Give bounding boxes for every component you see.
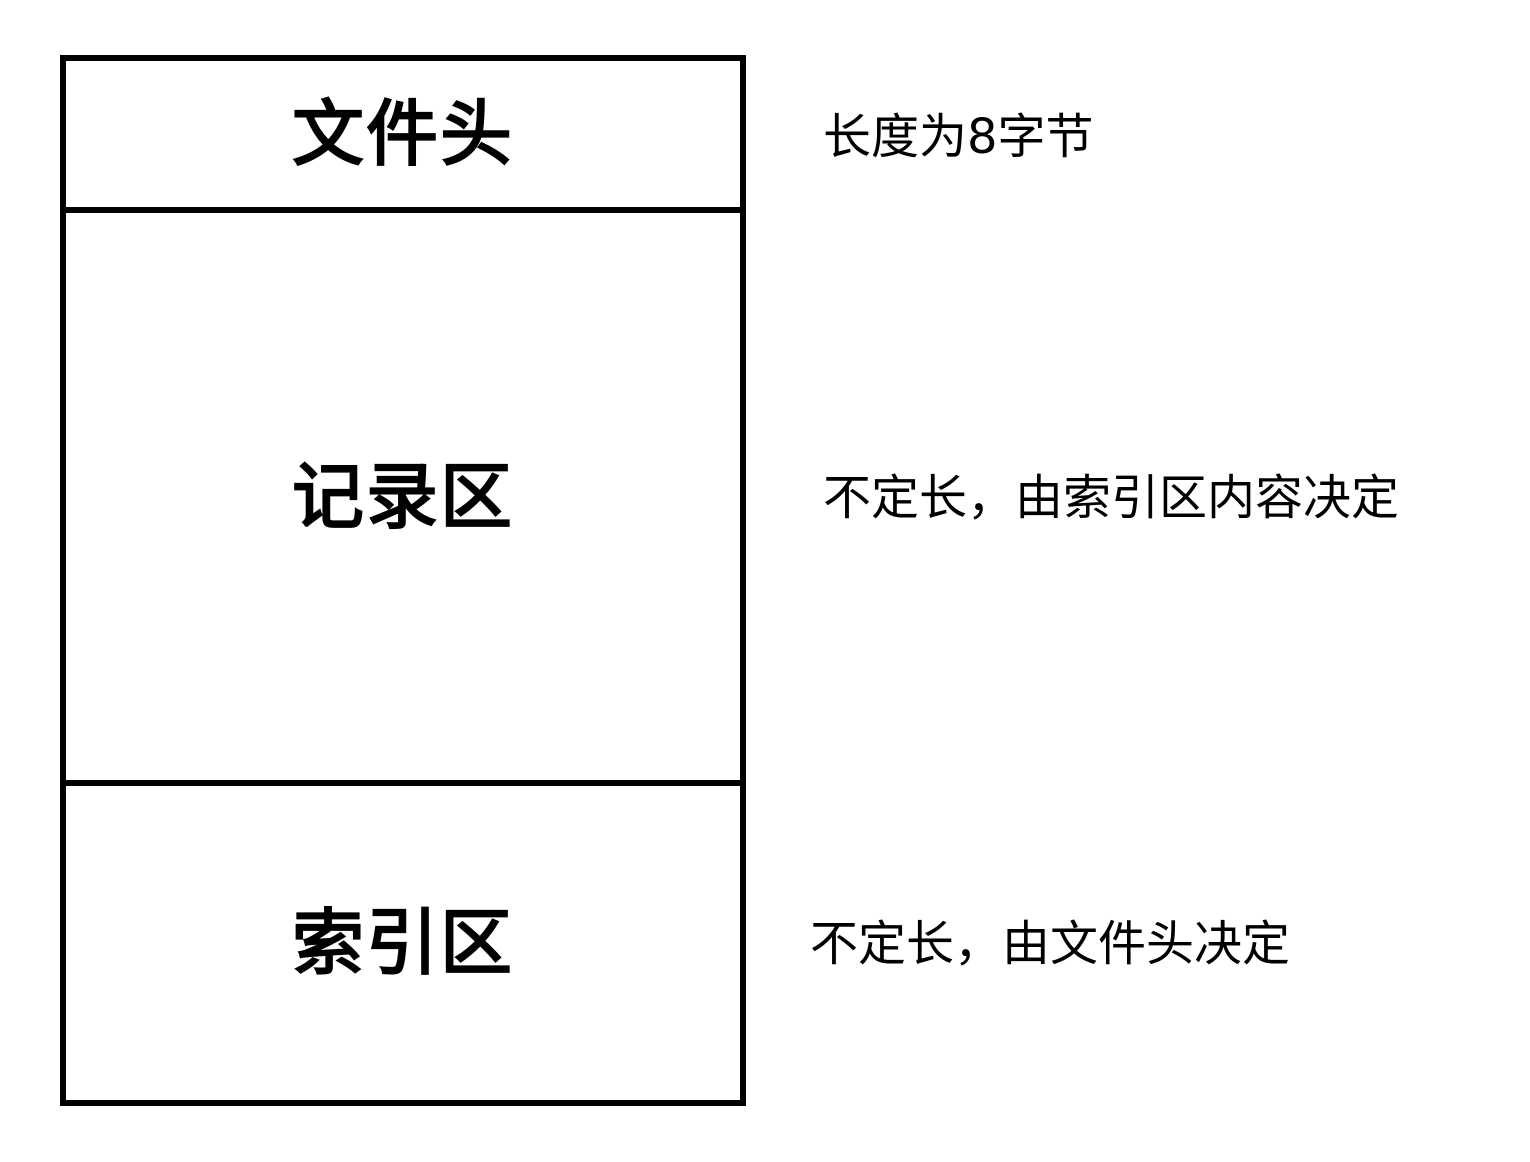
file-header-section: 文件头 <box>66 61 740 213</box>
file-layout-box: 文件头 记录区 索引区 <box>60 55 746 1106</box>
file-header-note: 长度为8字节 <box>823 109 1094 165</box>
file-header-label: 文件头 <box>291 92 514 176</box>
record-area-note: 不定长，由索引区内容决定 <box>823 470 1400 526</box>
index-area-label: 索引区 <box>291 901 514 985</box>
record-area-section: 记录区 <box>66 213 740 786</box>
record-area-label: 记录区 <box>291 454 514 539</box>
index-area-section: 索引区 <box>66 786 740 1100</box>
index-area-note: 不定长，由文件头决定 <box>810 916 1291 972</box>
